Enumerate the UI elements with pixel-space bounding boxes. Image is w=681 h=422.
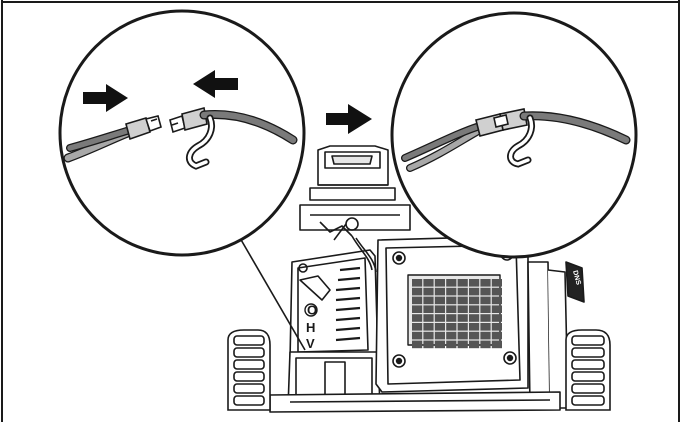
vent-slot: [412, 331, 423, 340]
vent-slot: [469, 340, 480, 349]
vent-slot: [434, 340, 445, 349]
vent-slot: [412, 314, 423, 322]
vent-slot: [423, 314, 434, 322]
vent-slot: [446, 305, 457, 313]
ohv-letter-v: V: [306, 336, 315, 351]
vent-slot: [446, 287, 457, 296]
engine-block: [289, 249, 379, 361]
vent-slot: [480, 331, 491, 340]
vent-slot: [469, 305, 480, 313]
ohv-letter-o: O: [307, 303, 317, 318]
connector-female: [169, 106, 208, 134]
vent-slot: [457, 305, 468, 313]
ohv-letter-h: H: [306, 320, 315, 335]
arrow-left-icon: [193, 70, 238, 98]
vent-grid: [407, 274, 502, 349]
fuel-cap-area: [309, 145, 396, 201]
vent-slot: [446, 279, 457, 287]
vent-slot: [469, 296, 480, 305]
vent-slot: [480, 314, 491, 322]
vent-slot: [446, 331, 457, 340]
side-badge-text: DNS: [571, 270, 582, 286]
vent-slot: [480, 279, 491, 287]
vent-slot: [446, 314, 457, 322]
vent-slot: [469, 287, 480, 296]
vent-slot: [446, 296, 457, 305]
vent-slot: [423, 279, 434, 287]
vent-slot: [457, 314, 468, 322]
vent-slot: [491, 323, 502, 331]
vent-slot: [480, 323, 491, 331]
vent-slot: [491, 287, 502, 296]
vent-slot: [434, 331, 445, 340]
vent-slot: [491, 279, 502, 287]
vent-slot: [469, 323, 480, 331]
vent-slot: [434, 287, 445, 296]
vent-slot: [491, 296, 502, 305]
vent-slot: [469, 279, 480, 287]
vent-slot: [457, 296, 468, 305]
vent-slot: [423, 296, 434, 305]
vent-slot: [412, 287, 423, 296]
vent-slot: [434, 279, 445, 287]
vent-slot: [434, 323, 445, 331]
vent-slot: [446, 340, 457, 349]
arrow-right-icon: [83, 84, 128, 112]
vent-slot: [423, 305, 434, 313]
vent-slot: [412, 279, 423, 287]
vent-slot: [446, 323, 457, 331]
callout-leader-line: [239, 237, 306, 351]
vent-slot: [457, 287, 468, 296]
arrow-right-icon: [326, 104, 372, 134]
vent-slot: [480, 305, 491, 313]
vent-slot: [412, 296, 423, 305]
vent-slot: [457, 323, 468, 331]
magnifier-after: [390, 11, 638, 259]
left-wheel: [227, 329, 271, 411]
vent-slot: [423, 287, 434, 296]
vent-slot: [491, 305, 502, 313]
vent-slot: [491, 314, 502, 322]
vent-slot: [469, 314, 480, 322]
vent-slot: [434, 314, 445, 322]
ohv-engine-label: O H V: [304, 303, 318, 351]
generator-illustration: O H V: [269, 145, 585, 413]
vent-slot: [412, 340, 423, 349]
connector-male: [125, 115, 162, 141]
vent-slot: [491, 331, 502, 340]
magnifier-before: [58, 9, 306, 257]
vent-slot: [434, 296, 445, 305]
vent-slot: [423, 323, 434, 331]
left-cable: [63, 126, 135, 163]
vent-slot: [480, 296, 491, 305]
vent-slot: [480, 340, 491, 349]
vent-slot: [491, 340, 502, 349]
vent-slot: [480, 287, 491, 296]
vent-slot: [412, 305, 423, 313]
vent-slot: [457, 331, 468, 340]
vent-slot: [457, 340, 468, 349]
vent-slot: [434, 305, 445, 313]
right-wheel: [565, 329, 611, 411]
vent-slot: [423, 331, 434, 340]
vent-slot: [423, 340, 434, 349]
vent-slot: [469, 331, 480, 340]
vent-slot: [457, 279, 468, 287]
right-cable: [199, 109, 298, 145]
vent-slot: [412, 323, 423, 331]
